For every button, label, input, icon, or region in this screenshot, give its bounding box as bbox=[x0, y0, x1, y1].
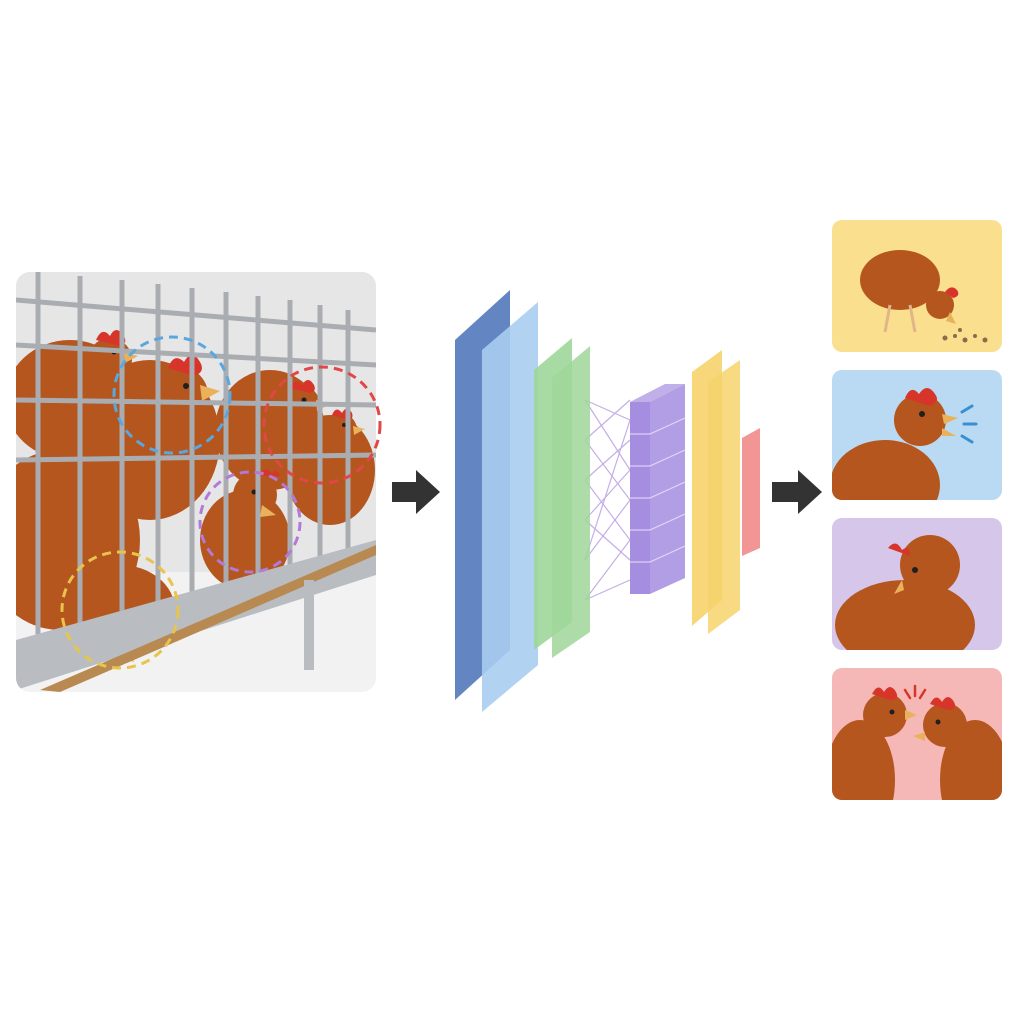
vocalizing-hen-icon bbox=[832, 388, 978, 500]
detection-ring-feeding bbox=[60, 550, 180, 670]
cube-grid-line bbox=[649, 449, 686, 467]
feature-cube bbox=[630, 384, 686, 594]
cage-bars bbox=[16, 272, 376, 660]
feeding-trough bbox=[16, 540, 376, 692]
cube-grid-line bbox=[649, 513, 686, 531]
layer-dense-block-2 bbox=[708, 360, 740, 634]
layer-conv-block bbox=[482, 302, 538, 712]
right-arrow-icon bbox=[392, 470, 440, 514]
detection-ring-aggression bbox=[262, 365, 382, 485]
layer-green-block-2 bbox=[552, 346, 590, 658]
preening-hen-icon bbox=[835, 535, 975, 650]
detection-ring-vocalizing bbox=[112, 335, 232, 455]
neural-network bbox=[455, 290, 760, 712]
right-arrow-icon bbox=[772, 470, 822, 514]
output-card-feeding bbox=[832, 220, 1002, 352]
cube-grid-line bbox=[649, 481, 686, 499]
input-scene-panel bbox=[16, 272, 382, 692]
feeding-hen-icon bbox=[860, 250, 988, 343]
cube-grid-line bbox=[649, 417, 686, 435]
detection-ring-preening bbox=[198, 470, 302, 574]
cube-grid-line bbox=[649, 545, 686, 563]
output-card-aggression bbox=[832, 668, 1002, 800]
layer-output-block bbox=[742, 428, 760, 556]
network-connections bbox=[584, 399, 631, 601]
detection-rings bbox=[60, 335, 382, 670]
aggression-hens-icon bbox=[832, 684, 1002, 800]
output-card-preening bbox=[832, 518, 1002, 650]
output-cards bbox=[832, 220, 1002, 800]
output-card-vocalizing bbox=[832, 370, 1002, 500]
